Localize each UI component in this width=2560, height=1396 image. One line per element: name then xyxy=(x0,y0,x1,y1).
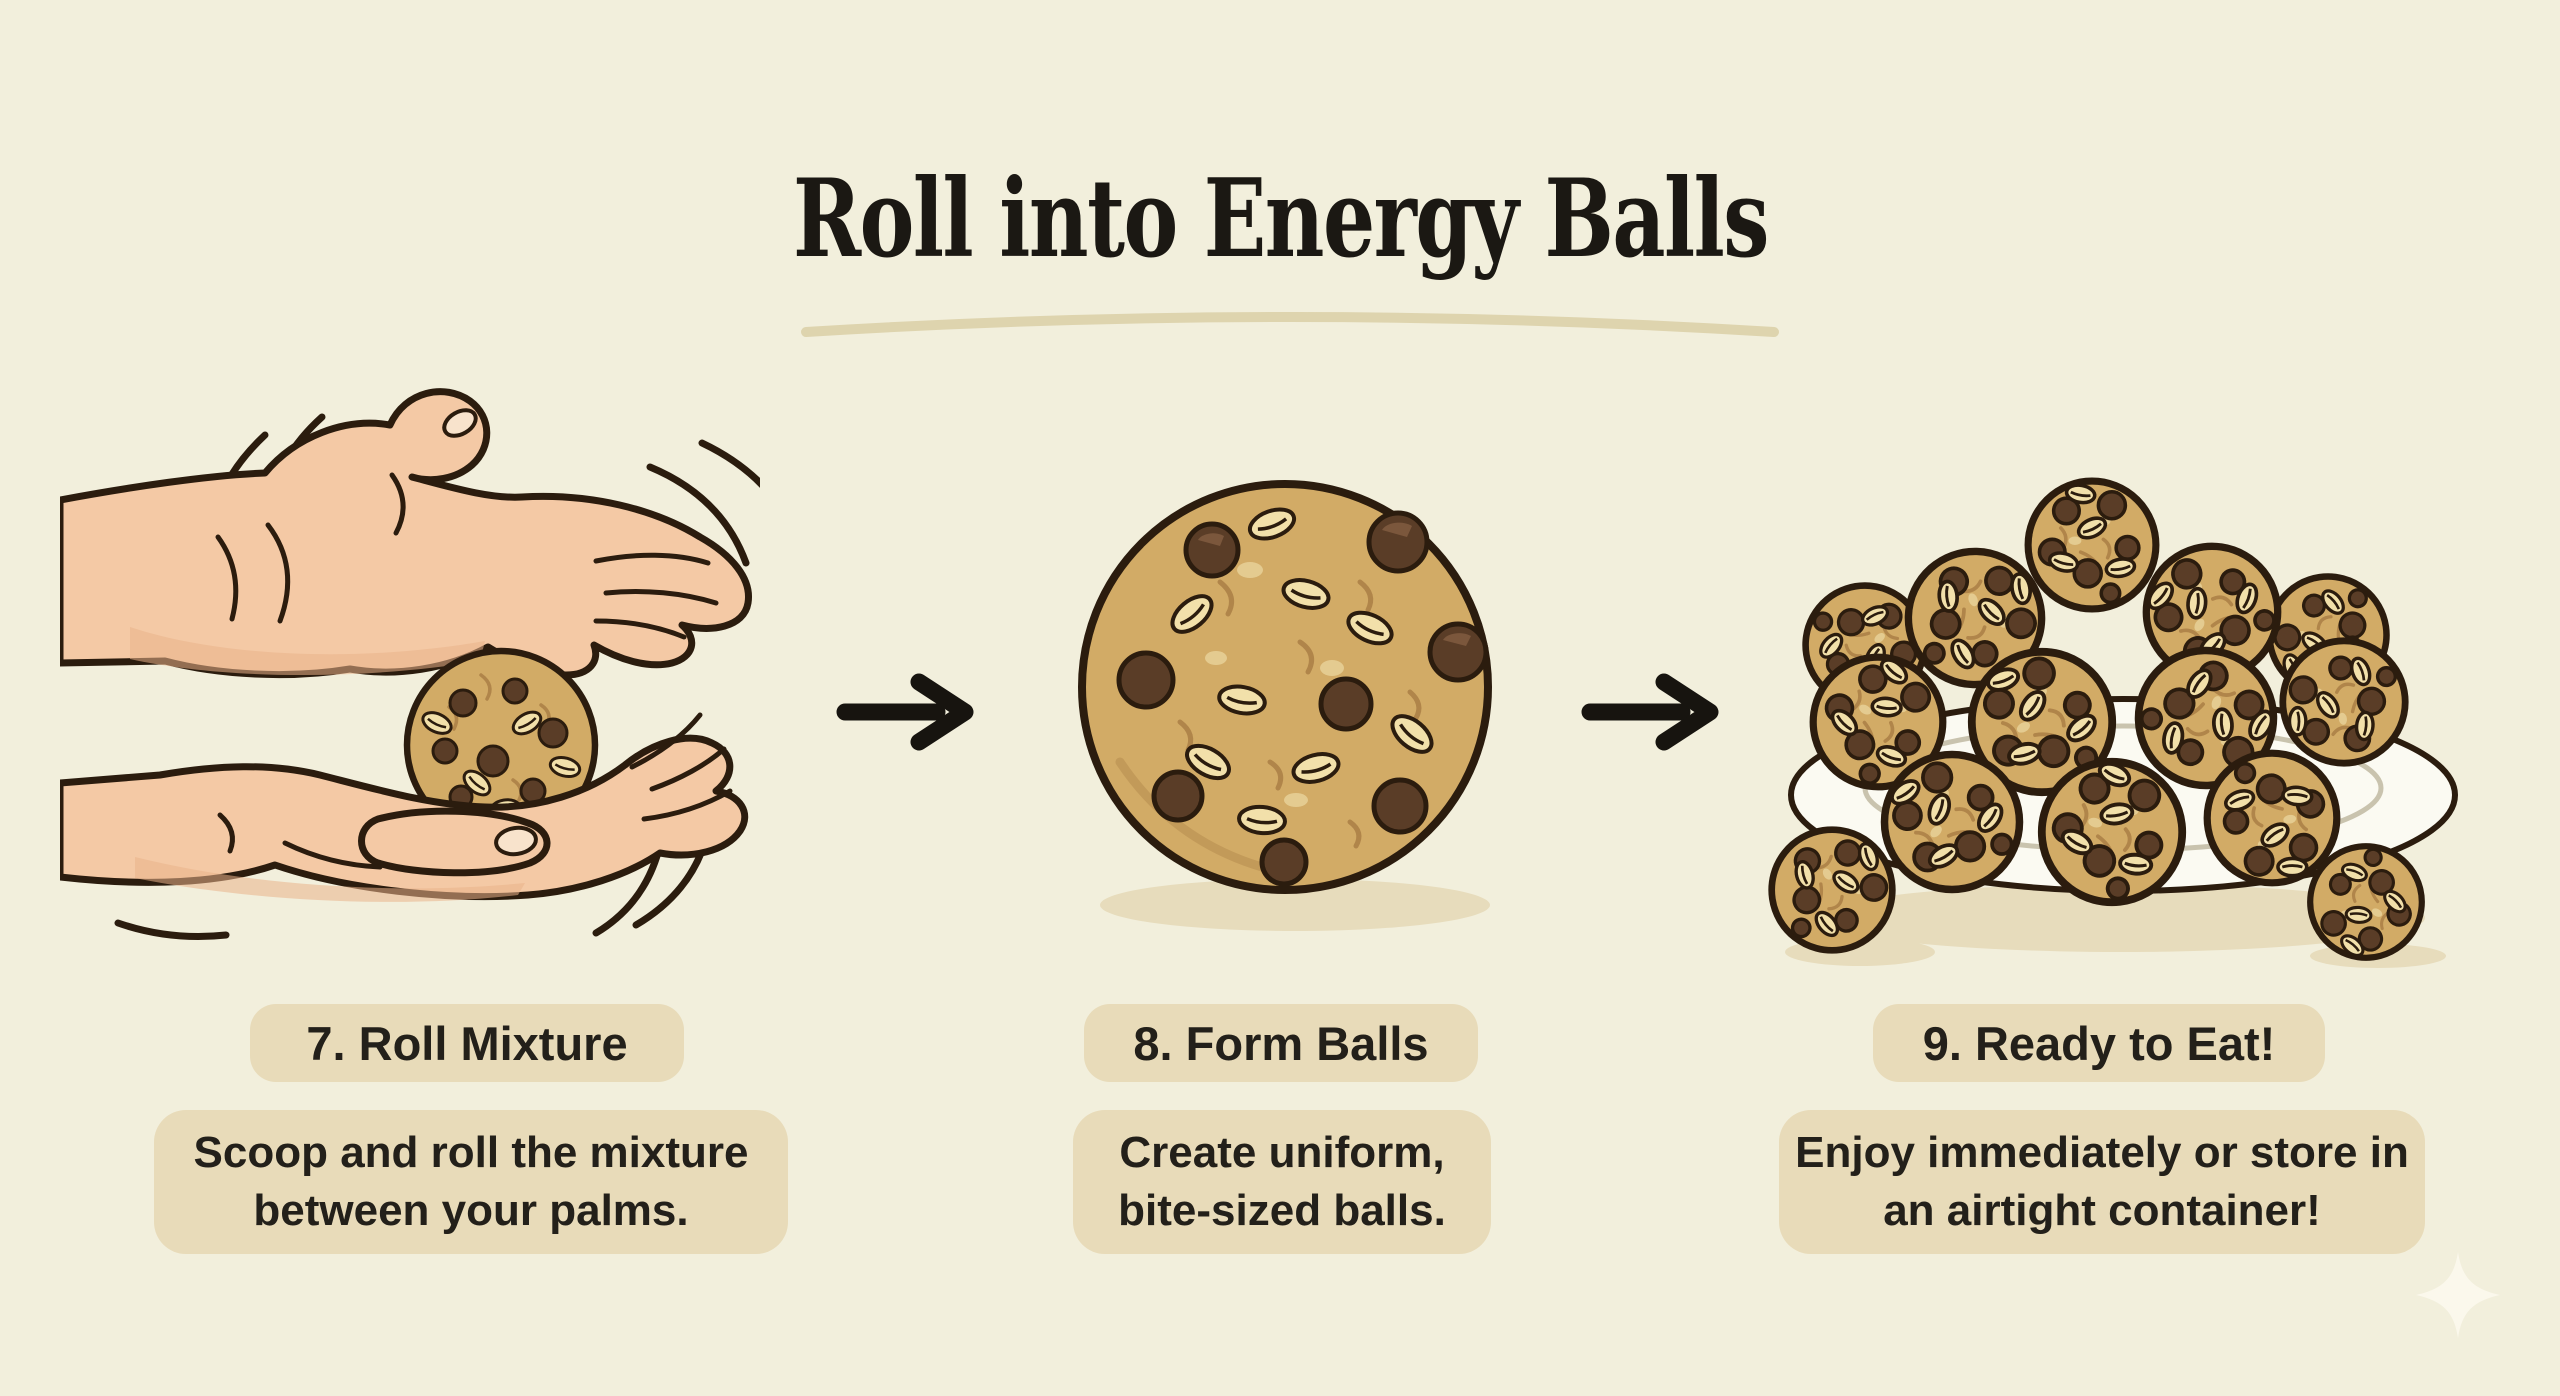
step-9-label-text: 9. Ready to Eat! xyxy=(1922,1016,2276,1070)
lower-hand xyxy=(60,712,749,902)
energy-ball-illustration xyxy=(1078,480,1492,931)
arrow-right-icon xyxy=(1581,673,1719,751)
upper-hand xyxy=(60,388,752,679)
motion-line-icon xyxy=(698,439,760,488)
step-8-label-text: 8. Form Balls xyxy=(1133,1016,1429,1070)
step-9-description: Enjoy immediately or store in an airtigh… xyxy=(1779,1110,2425,1254)
step-7-label: 7. Roll Mixture xyxy=(250,1004,684,1082)
motion-line-icon xyxy=(114,919,230,940)
sparkle-icon xyxy=(2416,1252,2500,1338)
step-8-description: Create uniform, bite-sized balls. xyxy=(1073,1110,1491,1254)
step-8-label: 8. Form Balls xyxy=(1084,1004,1478,1082)
title-wrap: Roll into Energy Balls xyxy=(0,160,2560,279)
step-7-label-text: 7. Roll Mixture xyxy=(306,1016,628,1070)
page-title: Roll into Energy Balls xyxy=(792,156,1769,282)
step-7-description: Scoop and roll the mixture between your … xyxy=(154,1110,788,1254)
hands-rolling-illustration xyxy=(60,388,760,940)
arrow-right-icon xyxy=(836,673,974,751)
step-8-description-text: Create uniform, bite-sized balls. xyxy=(1118,1127,1446,1235)
plate-of-energy-balls-illustration xyxy=(1760,450,2458,980)
oat-flakes xyxy=(1170,507,1434,836)
lower-thumb xyxy=(358,807,551,877)
title-underline-arc xyxy=(801,312,1779,337)
motion-line-icon xyxy=(646,463,750,567)
step-9-description-text: Enjoy immediately or store in an airtigh… xyxy=(1795,1127,2409,1235)
step-9-label: 9. Ready to Eat! xyxy=(1873,1004,2325,1082)
step-7-description-text: Scoop and roll the mixture between your … xyxy=(193,1127,749,1235)
chocolate-chips xyxy=(1116,510,1489,887)
